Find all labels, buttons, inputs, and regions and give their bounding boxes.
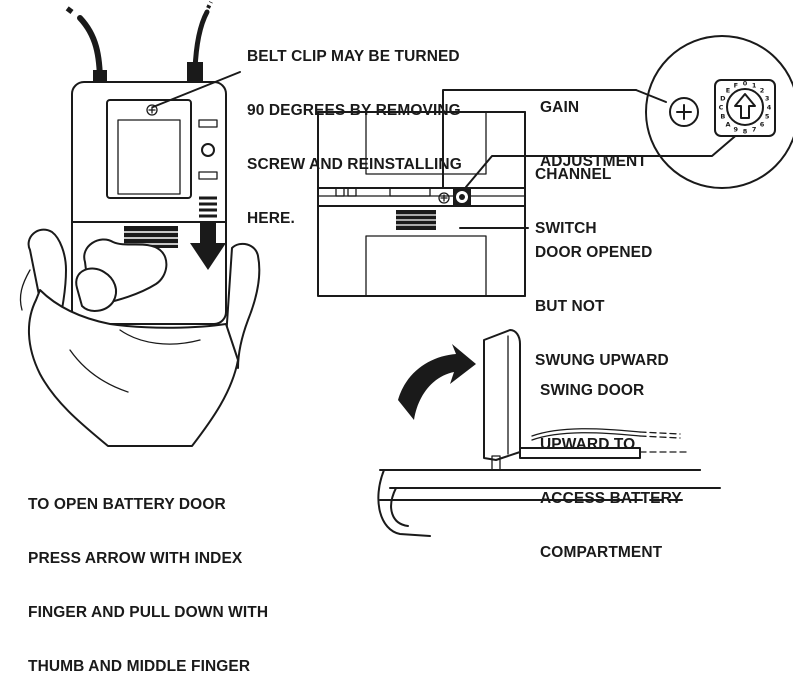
door-opened-line-3: SWUNG UPWARD [535,352,669,369]
dial-digit: E [726,87,730,95]
swing-door-line-4: COMPARTMENT [540,544,663,561]
belt-clip-leader-line [152,71,241,108]
dial-digit: 1 [752,81,757,89]
belt-clip-callout: BELT CLIP MAY BE TURNED 90 DEGREES BY RE… [247,12,462,246]
open-battery-line-1: TO OPEN BATTERY DOOR [28,496,226,513]
dial-digit: A [725,121,730,129]
gain-leader-line [442,89,637,188]
dial-digit: 5 [765,113,770,121]
swing-door-callout: SWING DOOR UPWARD TO ACCESS BATTERY COMP… [540,346,682,580]
belt-clip-line-2: 90 DEGREES BY REMOVING [247,102,461,119]
dial-digit: 6 [760,121,765,129]
cables-icon [62,1,213,87]
swing-door-line-2: UPWARD TO [540,436,636,453]
swing-door-line-1: SWING DOOR [540,382,645,399]
open-battery-line-4: THUMB AND MIDDLE FINGER [28,658,251,675]
dial-digit: D [720,94,726,102]
door-opened-line-2: BUT NOT [535,298,605,315]
dial-digit: 3 [765,94,770,102]
channel-line-2: SWITCH [535,220,597,237]
belt-clip-line-4: HERE. [247,210,295,227]
channel-leader-line [465,155,619,188]
door-opened-callout: DOOR OPENED BUT NOT SWUNG UPWARD [535,208,669,388]
dial-digit: 7 [752,126,757,134]
gain-adjustment-callout: GAIN ADJUSTMENT [540,63,647,189]
dial-digit: 2 [760,87,765,95]
swing-door-view-icon [377,329,721,537]
dial-digit: 4 [767,104,772,112]
gain-line-1: GAIN [540,99,580,116]
channel-switch-callout: CHANNEL SWITCH [535,130,611,256]
open-battery-door-callout: TO OPEN BATTERY DOOR PRESS ARROW WITH IN… [28,460,268,694]
gain-line-2: ADJUSTMENT [540,153,647,170]
door-opened-line-1: DOOR OPENED [535,244,653,261]
dial-digit: C [719,104,724,112]
open-battery-line-3: FINGER AND PULL DOWN WITH [28,604,269,621]
magnified-controls-icon [617,35,793,189]
dial-digit: 8 [743,128,748,136]
dial-digit: B [720,113,725,121]
door-opened-view-icon [317,111,526,297]
hand-icon [19,228,261,447]
channel-line-1: CHANNEL [535,166,612,183]
belt-clip-line-1: BELT CLIP MAY BE TURNED [247,48,460,65]
dial-digit: 0 [743,80,748,88]
open-battery-line-2: PRESS ARROW WITH INDEX [28,550,243,567]
belt-clip-line-3: SCREW AND REINSTALLING [247,156,462,173]
dial-digit: F [734,81,738,89]
swing-door-line-3: ACCESS BATTERY [540,490,682,507]
dial-digit: 9 [734,126,739,134]
